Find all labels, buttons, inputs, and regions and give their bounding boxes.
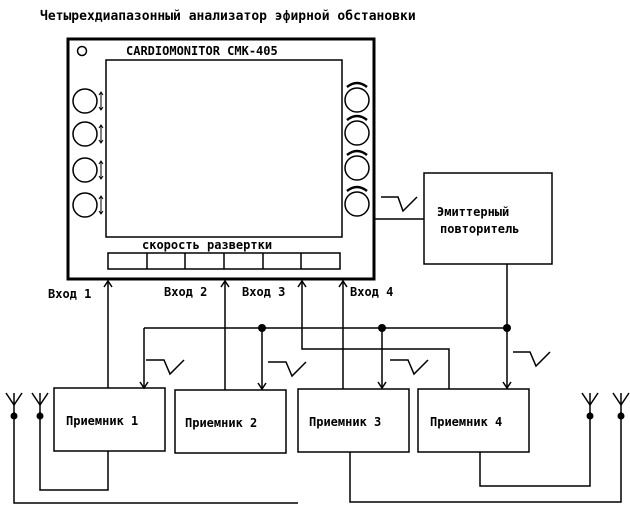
- antenna-icon: [5, 392, 630, 416]
- input-3-wire: [301, 281, 450, 389]
- receiver-2: Приемник 2: [174, 389, 287, 454]
- diagram-title: Четырехдиапазонный анализатор эфирной об…: [40, 9, 416, 24]
- emitter-follower-label-2: повторитель: [440, 222, 519, 236]
- receiver-3: Приемник 3: [297, 388, 410, 453]
- sweep-speed-label: скорость развертки: [142, 238, 272, 252]
- pulse-waveform-icon: [146, 196, 551, 378]
- right-knob-2: [344, 120, 370, 146]
- emitter-follower-label-1: Эмиттерный: [437, 205, 509, 219]
- junction-dots: [10, 324, 625, 420]
- receiver-1: Приемник 1: [53, 387, 166, 452]
- receiver-1-label: Приемник 1: [66, 414, 138, 428]
- monitor-screen: [105, 59, 343, 238]
- emitter-follower: Эмиттерный повторитель: [423, 172, 553, 265]
- receiver-4: Приемник 4: [417, 388, 530, 453]
- input-label-4: Вход 4: [350, 285, 393, 299]
- up-down-arrow-icon: [98, 91, 104, 215]
- right-knob-3: [344, 155, 370, 181]
- receiver-2-label: Приемник 2: [185, 416, 257, 430]
- arc-indicator-icon: [346, 81, 368, 193]
- monitor-frame: [66, 37, 376, 281]
- receiver-3-label: Приемник 3: [309, 415, 381, 429]
- cardiomonitor: CARDIOMONITOR CMK-405: [66, 37, 376, 281]
- left-knob-3: [72, 157, 98, 183]
- left-knobs: [72, 88, 104, 218]
- left-knob-2: [72, 121, 98, 147]
- right-knob-1: [344, 87, 370, 113]
- sweep-buttons: [107, 252, 341, 270]
- left-knob-4: [72, 192, 98, 218]
- power-indicator: [76, 45, 88, 57]
- receiver-4-label: Приемник 4: [430, 415, 502, 429]
- input-label-2: Вход 2: [164, 285, 207, 299]
- left-knob-1: [72, 88, 98, 114]
- right-knob-4: [344, 191, 370, 217]
- monitor-title: CARDIOMONITOR CMK-405: [126, 44, 278, 58]
- input-label-3: Вход 3: [242, 285, 285, 299]
- right-knobs: [344, 81, 370, 217]
- input-label-1: Вход 1: [48, 287, 91, 301]
